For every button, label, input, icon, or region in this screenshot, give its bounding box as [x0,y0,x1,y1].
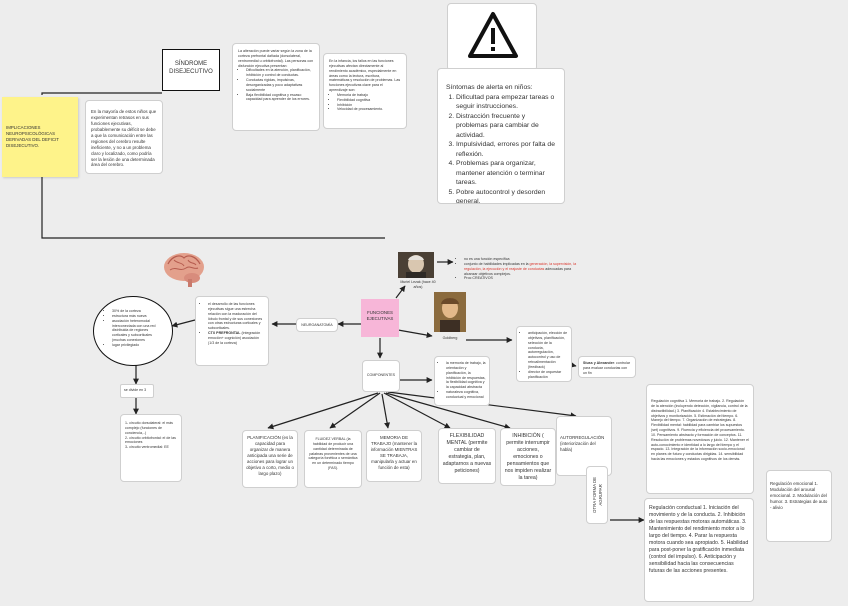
circuitos-card: 1- circuito dorsolateral: el más complej… [120,414,182,482]
inhibicion-card[interactable]: INHIBICIÓN ( permite interrumpir accione… [500,428,556,486]
inhibicion-text: INHIBICIÓN ( permite interrumpir accione… [505,433,551,481]
circle-list: 30% de la corteza estructura más nueva a… [104,309,162,348]
list-item: Velocidad de procesamiento. [337,107,401,112]
alerta-title: Síntomas de alerta en niños: [446,83,556,93]
memoria-text: MEMORIA DE TRABAJO (mantener la informac… [371,435,418,470]
infancia-intro: En la infancia, los fallos en las funcio… [329,59,401,93]
list-item: Conductas rígidas, impulsivas, desorgani… [246,78,314,93]
planificacion-card[interactable]: PLANIFICACIÓN (es la capacidad para orga… [242,430,298,488]
list-item: naturaleza cognitiva, conductual y emoci… [446,390,486,400]
componentes-label: COMPONENTES [367,373,395,377]
circuito-item: 3- circuito ventromedial: EE [125,445,177,450]
list-item: el desarrollo de las funciones ejecutiva… [208,302,264,331]
flexibilidad-text: FLEXIBILIDAD MENTAL (permite cambiar de … [443,433,491,474]
warning-card [447,3,537,71]
list-item: conjunto de habilidades implicadas en la… [464,262,582,277]
componentes-card: la memoria de trabajo, la orientación y … [434,356,490,406]
neuro-bold: CTX PREFRONTAL [208,331,240,335]
reg-conductual-text: Regulación conductual 1. Iniciación del … [649,505,748,574]
divide-card: se divide en 3 [120,384,154,398]
goldberg-list: anticipación, elección de objetivos, pla… [520,331,568,379]
reg-conductual-card: Regulación conductual 1. Iniciación del … [644,498,754,602]
otra-forma-node[interactable]: OTRA FORMA DE AGRUPAR [586,466,608,524]
flexibilidad-card[interactable]: FLEXIBILIDAD MENTAL (permite cambiar de … [438,428,496,484]
list-item: Distracción frecuente y problemas para c… [456,112,556,141]
alteracion-list: Dificultades en la atención, planificaci… [238,68,314,102]
stuss-card: Stuss y Alexander: controlar para evalua… [578,356,636,378]
alerta-card: Síntomas de alerta en niños: Dificultad … [437,68,565,204]
muriel-photo [398,252,434,278]
otra-forma-label: OTRA FORMA DE AGRUPAR [592,466,604,524]
neuro-list: el desarrollo de las funciones ejecutiva… [200,302,264,346]
componentes-list: la memoria de trabajo, la orientación y … [438,361,486,400]
stuss-name: Stuss y Alexander [583,361,614,365]
list-item: director de orquestar planificación [528,370,568,380]
reg-emocional-text: Regulación emocional 1. Modulación del a… [770,481,827,510]
list-item: Pobre autocontrol y desorden general. [456,188,556,204]
goldberg-card: anticipación, elección de objetivos, pla… [516,326,572,382]
infancia-list: Memoria de trabajo Flexibilidad cognitiv… [329,93,401,112]
reg-emocional-card: Regulación emocional 1. Modulación del a… [766,470,832,542]
brain-icon [162,250,206,288]
neuroanatomia-node[interactable]: NEUROANATOMÍA [296,318,338,332]
list-item: asociación heteromodal interconectada co… [112,319,162,343]
list-item: Impulsividad, errores por falta de refle… [456,140,556,159]
goldberg-photo [434,292,466,332]
alteracion-card: La alteración puede variar según la zona… [232,43,320,131]
alerta-list: Dificultad para empezar tareas o seguir … [446,93,556,204]
list-item: Baja flexibilidad cognitiva y escaso cap… [246,93,314,103]
funciones-label: FUNCIONES EJECUTIVAS [367,310,394,321]
list-item: la memoria de trabajo, la orientación y … [446,361,486,390]
neuro-card: el desarrollo de las funciones ejecutiva… [195,296,269,366]
list-item: Dificultades en la atención, planificaci… [246,68,314,78]
list-item: Dificultad para empezar tareas o seguir … [456,93,556,112]
corteza-circle[interactable]: 30% de la corteza estructura más nueva a… [93,296,173,366]
memoria-card[interactable]: MEMORIA DE TRABAJO (mantener la informac… [366,430,422,482]
muriel-caption: Muriel Lezak (hace 40 años) [398,280,438,290]
neuroanatomia-label: NEUROANATOMÍA [301,323,332,327]
implicaciones-label: IMPLICACIONES NEUROPSICOLÓGICAS DERIVADA… [6,125,74,149]
sindrome-label: SÍNDROME DISEJECUTIVO [163,60,219,76]
divide-text: se divide en 3 [124,388,146,392]
sindrome-node[interactable]: SÍNDROME DISEJECUTIVO [162,49,220,91]
list-item: CTX PREFRONTAL (integración emoción+ cog… [208,331,264,346]
warning-triangle-icon [448,4,537,71]
componentes-node[interactable]: COMPONENTES [362,360,400,392]
list-item: anticipación, elección de objetivos, pla… [528,331,568,370]
lezak-list: no es una función específica conjunto de… [456,257,582,281]
circuito-item: 1- circuito dorsolateral: el más complej… [125,421,177,436]
fluidez-card[interactable]: FLUIDEZ VERBAL (la habilidad de producir… [304,430,362,488]
funciones-node[interactable]: FUNCIONES EJECUTIVAS [361,299,399,337]
lezak-text: no es una función específica conjunto de… [456,257,582,281]
circuito-item: 2- circuito orbitofrontal: el de las emo… [125,436,177,446]
planificacion-text: PLANIFICACIÓN (es la capacidad para orga… [246,435,294,476]
alteracion-intro: La alteración puede variar según la zona… [238,49,314,68]
reg-cognitiva-text: Regulación cognitiva 1. Memoria de traba… [651,399,749,461]
fluidez-text: FLUIDEZ VERBAL (la habilidad de producir… [309,437,358,470]
list-item: Proc CREATIVOS [464,276,582,281]
deficit-card: En la mayoría de estos niños que experim… [85,100,163,174]
list-item: Problemas para organizar, mantener atenc… [456,159,556,188]
goldberg-caption: Goldberg [434,336,466,341]
reg-cognitiva-card: Regulación cognitiva 1. Memoria de traba… [646,384,754,494]
implicaciones-note[interactable]: IMPLICACIONES NEUROPSICOLÓGICAS DERIVADA… [2,97,78,177]
autorregulacion-text: AUTORREGULACIÓN (interiorización del hab… [560,435,604,452]
deficit-text: En la mayoría de estos niños que experim… [91,109,157,168]
infancia-card: En la infancia, los fallos en las funcio… [323,53,407,129]
list-item: lugar privilegiado [112,343,162,348]
